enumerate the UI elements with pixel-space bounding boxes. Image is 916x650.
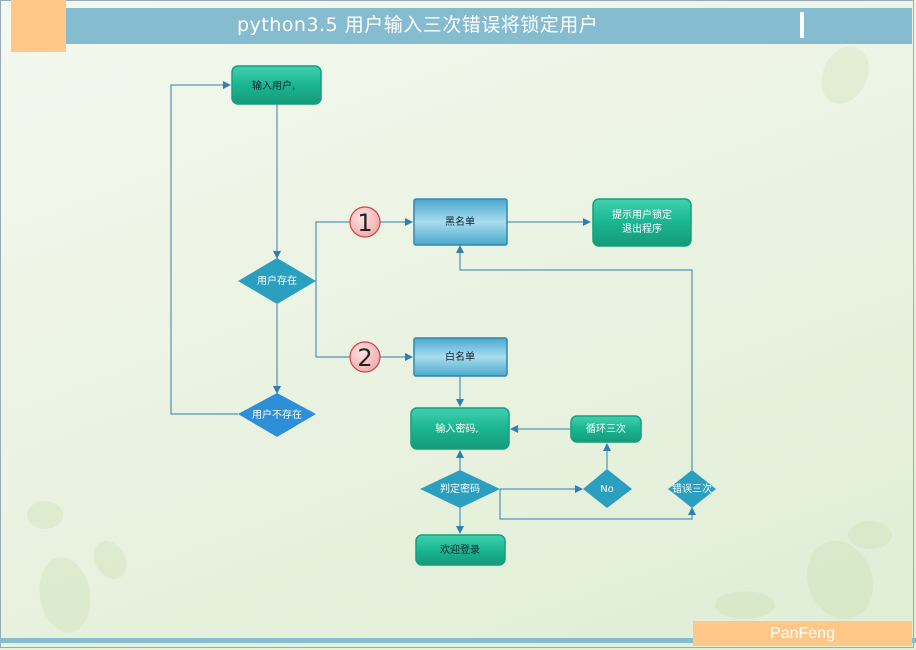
node-check-password: 判定密码 xyxy=(420,470,500,508)
corner-accent xyxy=(11,0,66,52)
marker-one: 1 xyxy=(349,206,381,238)
marker-two-label: 2 xyxy=(357,344,372,372)
node-user-exists-label: 用户存在 xyxy=(257,274,297,287)
node-error-three: 错误三次 xyxy=(668,470,716,508)
node-no-label: No xyxy=(600,484,614,495)
node-loop-three: 循环三次 xyxy=(570,415,642,443)
node-welcome-label: 欢迎登录 xyxy=(440,543,480,556)
node-lock-notice-line1: 提示用户锁定 xyxy=(612,208,672,221)
marker-two: 2 xyxy=(349,341,381,373)
marker-one-label: 1 xyxy=(357,209,372,237)
node-lock-notice-line2: 退出程序 xyxy=(622,222,662,235)
node-blacklist-label: 黑名单 xyxy=(445,215,475,228)
node-no: No xyxy=(583,469,632,508)
title-divider xyxy=(800,12,804,38)
node-input-user: 输入用户, xyxy=(231,65,322,105)
node-input-password-label: 输入密码, xyxy=(435,422,478,435)
node-check-password-label: 判定密码 xyxy=(440,482,480,495)
node-error-three-label: 错误三次 xyxy=(672,482,712,495)
node-user-not-exists-label: 用户不存在 xyxy=(252,408,302,421)
decorative-leaves xyxy=(27,46,892,633)
bottom-bar xyxy=(0,638,916,643)
node-loop-three-label: 循环三次 xyxy=(586,422,626,435)
node-blacklist: 黑名单 xyxy=(413,198,508,246)
node-whitelist: 白名单 xyxy=(413,337,508,377)
node-welcome: 欢迎登录 xyxy=(415,534,506,566)
author-label: PanFeng xyxy=(693,621,912,646)
node-whitelist-label: 白名单 xyxy=(445,350,475,363)
node-user-not-exists: 用户不存在 xyxy=(238,393,316,437)
slide-title: python3.5 用户输入三次错误将锁定用户 xyxy=(237,14,599,36)
connectors xyxy=(170,81,696,534)
node-user-exists: 用户存在 xyxy=(238,258,316,304)
node-input-user-label: 输入用户, xyxy=(252,79,295,92)
title-bar xyxy=(40,8,912,44)
node-input-password: 输入密码, xyxy=(410,407,510,450)
node-lock-notice: 提示用户锁定 退出程序 xyxy=(592,198,692,247)
